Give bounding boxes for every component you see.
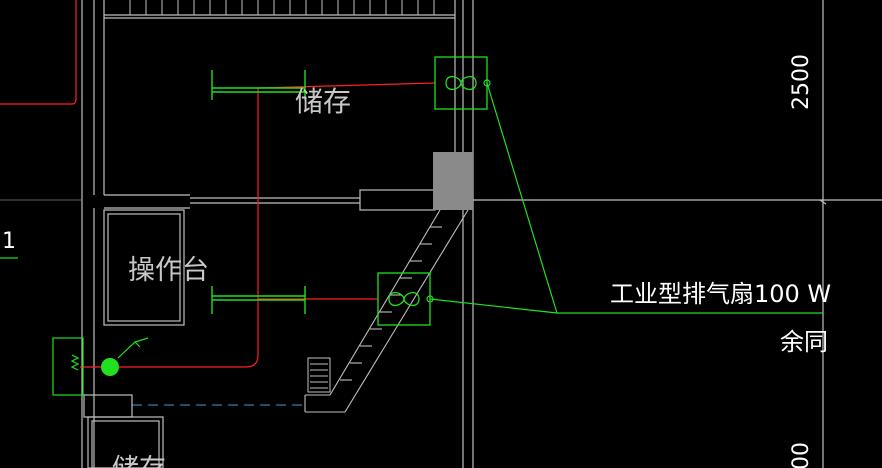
structural-column (433, 152, 473, 210)
lamp-icon[interactable] (101, 358, 119, 376)
room-label-storage-top: 储存 (295, 85, 351, 118)
distribution-box-icon[interactable] (52, 337, 84, 396)
same-for-rest-label: 余同 (780, 328, 828, 356)
vent-grille (307, 357, 331, 393)
annotation-leader (426, 79, 823, 314)
edge-fragment-label: 1 (2, 229, 16, 254)
dimension-right-lower: 00 (789, 442, 814, 468)
top-wall-hatch (129, 0, 435, 15)
room-label-console: 操作台 (128, 255, 209, 286)
dimension-right-upper: 2500 (789, 54, 814, 110)
switch-icon[interactable] (117, 337, 149, 359)
tube-light-lower[interactable] (211, 286, 306, 314)
exhaust-fan-icon-lower[interactable] (377, 272, 431, 326)
exhaust-fan-icon-upper[interactable] (434, 56, 488, 110)
fan-spec-label: 工业型排气扇100 W (610, 280, 831, 308)
tube-light-upper[interactable] (211, 70, 306, 100)
room-label-storage-bottom: 储存 (112, 454, 166, 468)
diagonal-duct (304, 209, 469, 413)
electrical-wiring (0, 0, 436, 368)
